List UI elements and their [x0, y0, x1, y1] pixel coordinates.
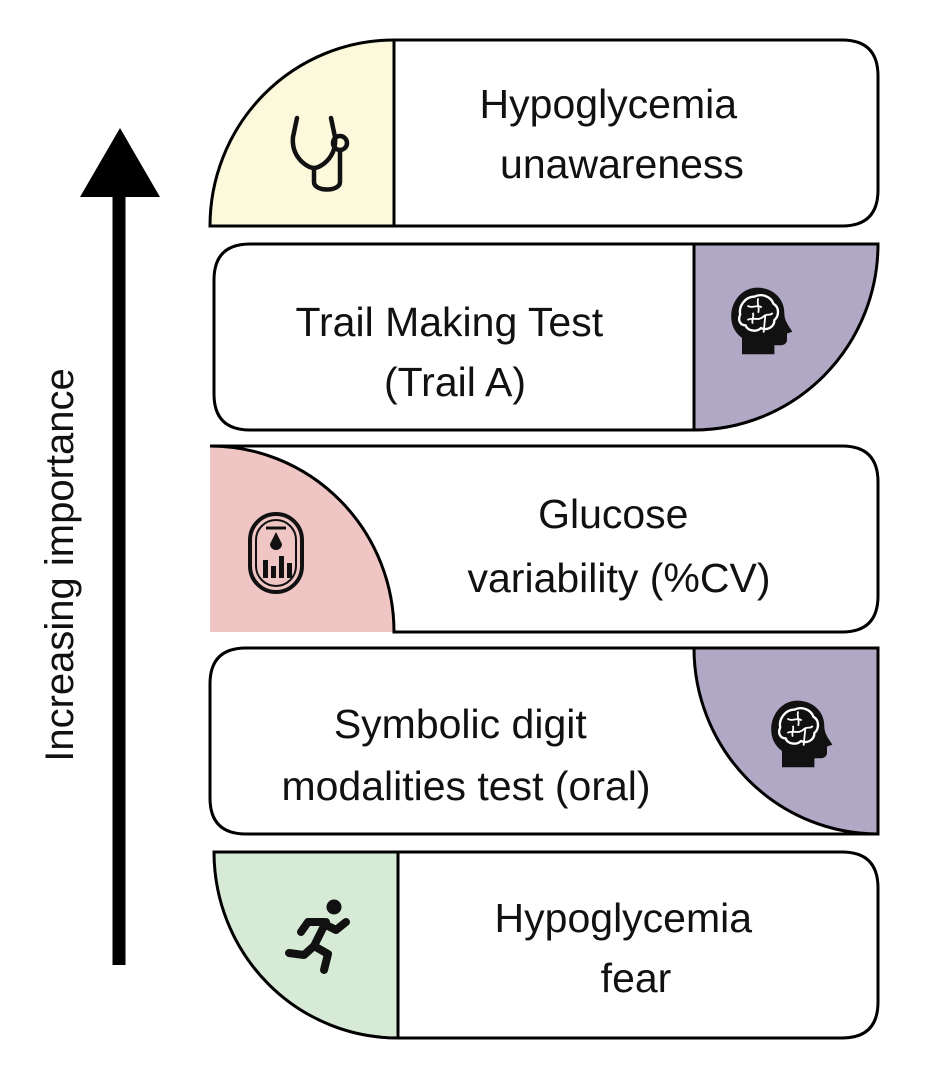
card-title-line1: Symbolic digit — [334, 701, 588, 747]
card-title-line1: Hypoglycemia — [480, 81, 738, 127]
stethoscope-icon — [290, 115, 350, 192]
card-title-line2: modalities test (oral) — [281, 763, 650, 809]
card-title-line1: Hypoglycemia — [495, 895, 753, 941]
axis-label: Increasing importance — [38, 368, 82, 762]
running-person-icon — [285, 899, 350, 974]
card-hypoglycemia-fear: Hypoglycemia fear — [212, 850, 880, 1040]
svg-text:Symbolic digit modalitie: Symbolic digit modalities test (oral) — [281, 701, 650, 809]
card-color-panel — [214, 852, 398, 1038]
card-trail-making-test: Trail Making Test (Trail A) — [212, 242, 880, 432]
card-title-line2: (Trail A) — [384, 359, 526, 405]
card-symbolic-digit-modalities-test: Symbolic digit modalities test (oral) — [208, 646, 880, 836]
svg-text:Trail Making Test (Trail: Trail Making Test (Trail A) — [295, 299, 614, 405]
svg-text:Hypoglycemia unawareness: Hypoglycemia unawareness — [480, 81, 749, 187]
card-title-line1: Trail Making Test — [295, 299, 603, 345]
importance-arrow — [80, 128, 160, 965]
card-glucose-variability: Glucose variability (%CV) — [209, 444, 880, 634]
card-title-line2: fear — [601, 955, 672, 1001]
svg-text:Glucose variability (%CV: Glucose variability (%CV) — [468, 491, 771, 601]
glucose-monitor-icon — [248, 512, 304, 594]
card-title-line2: unawareness — [500, 141, 744, 187]
card-title-line2: variability (%CV) — [468, 555, 771, 601]
card-hypoglycemia-unawareness: Hypoglycemia unawareness — [208, 38, 880, 228]
card-color-panel — [210, 40, 394, 226]
card-title-line1: Glucose — [538, 491, 688, 537]
svg-text:Hypoglycemia fear: Hypoglycemia fear — [495, 895, 764, 1001]
